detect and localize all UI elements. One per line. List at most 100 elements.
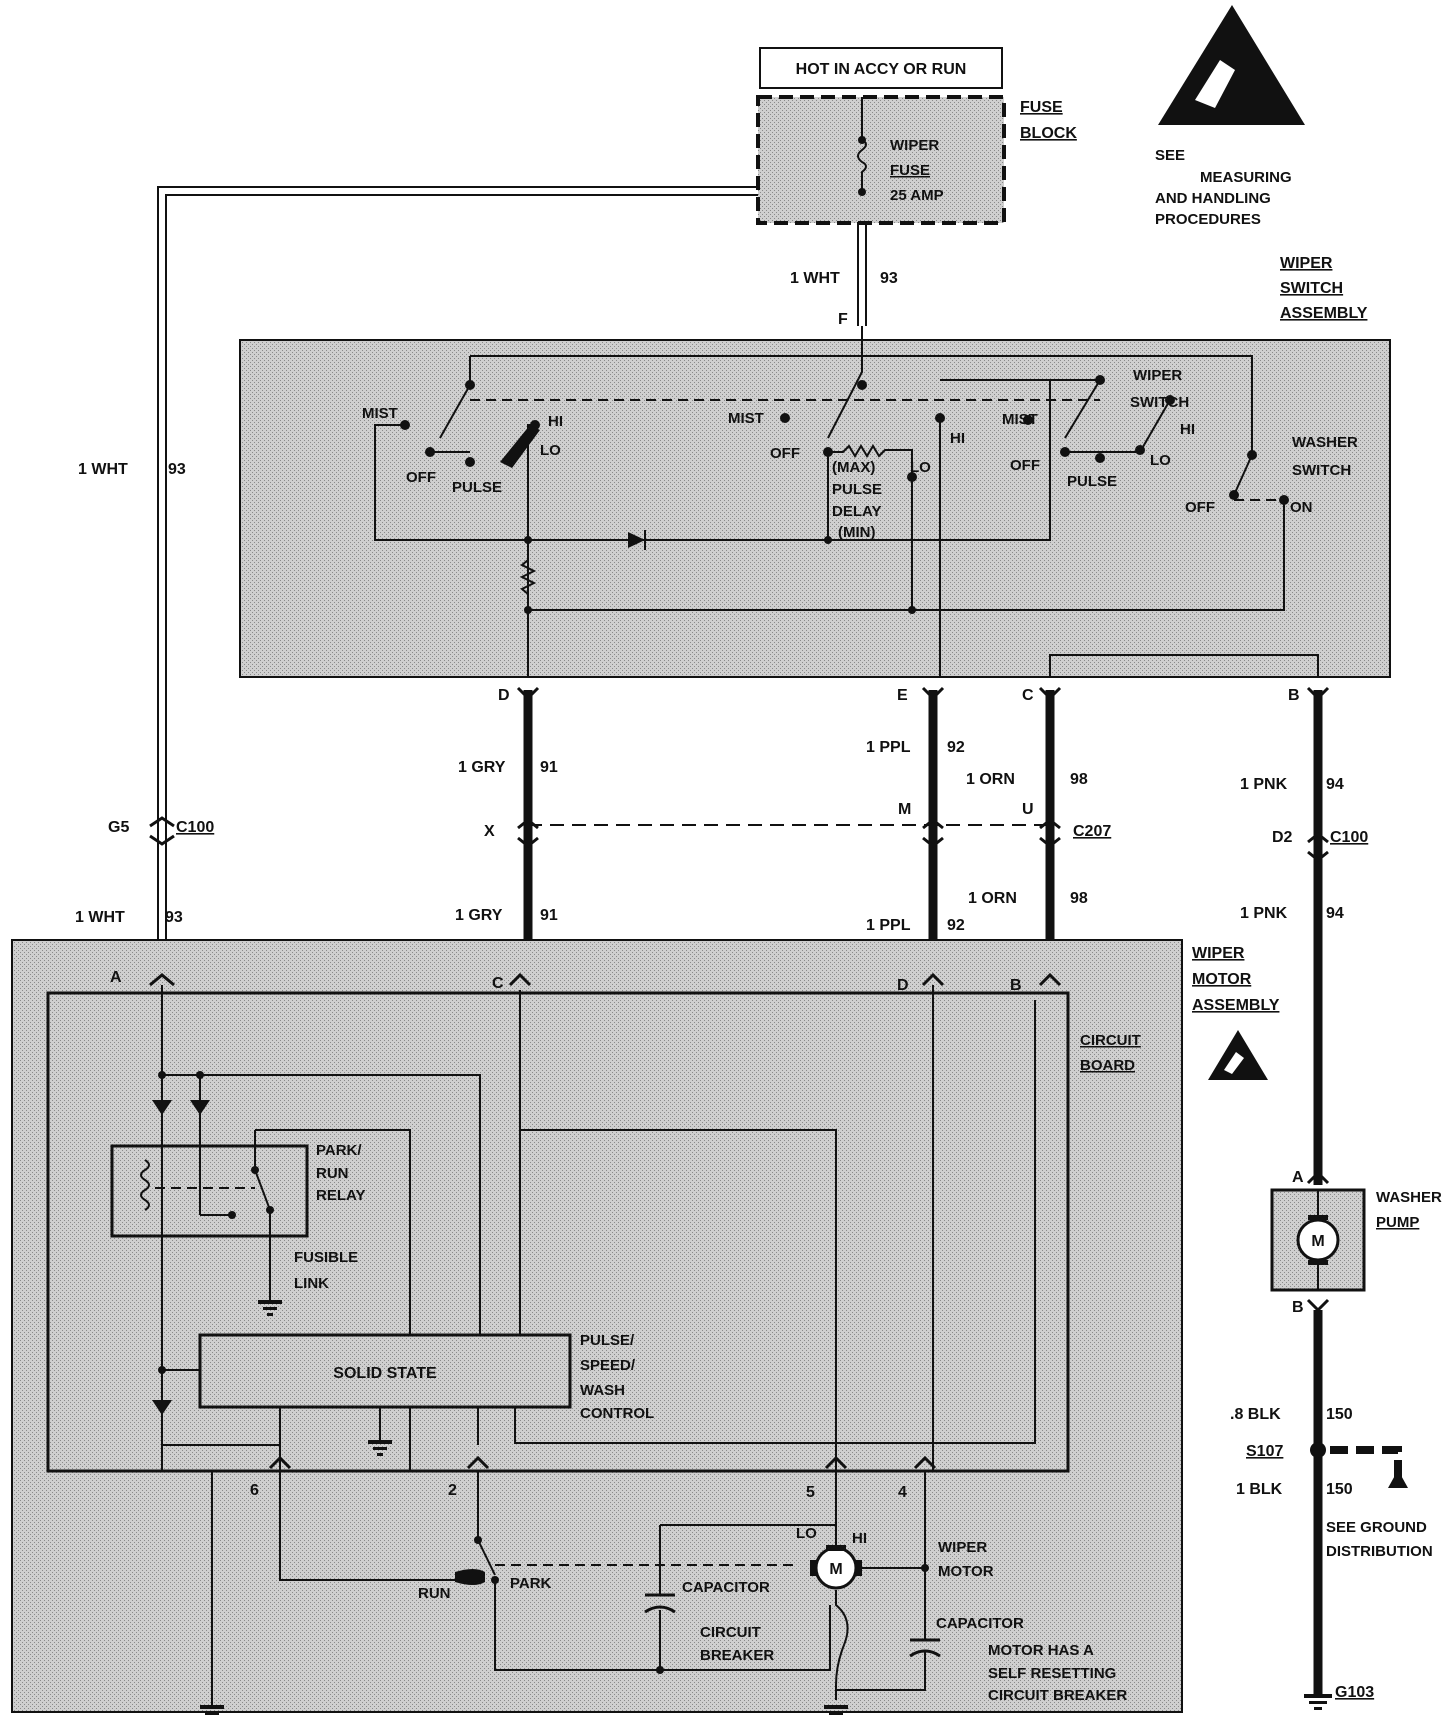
motor-title-3: ASSEMBLY	[1192, 997, 1280, 1014]
conn-c100-label-left: C100	[176, 819, 214, 836]
wire-circuit-94-upper: 94	[1326, 776, 1344, 793]
capacitor-label-2: CAPACITOR	[936, 1615, 1024, 1632]
conn-u-label: U	[1022, 801, 1034, 818]
wiper-switch-assembly	[239, 326, 1391, 678]
wire-label-blk1: 1 BLK	[1236, 1481, 1283, 1498]
off-label-mid: OFF	[770, 445, 800, 462]
fuse-label-3: 25 AMP	[890, 187, 944, 204]
wire-label-ppl-upper: 1 PPL	[866, 739, 911, 756]
conn-c100-label-right: C100	[1330, 829, 1368, 846]
control-label-3: WASH	[580, 1382, 625, 1399]
mist-label-left: MIST	[362, 405, 398, 422]
relay-label-1: PARK/	[316, 1142, 362, 1159]
wire-circuit-93-left: 93	[168, 461, 186, 478]
motor-lo-label: LO	[796, 1525, 817, 1542]
wire-wht-93-to-switch	[857, 222, 867, 326]
mist-label-right: MIST	[1002, 411, 1038, 428]
wire-label-orn-upper: 1 ORN	[966, 771, 1015, 788]
wire-circuit-92-lower: 92	[947, 917, 965, 934]
wire-circuit-91-lower: 91	[540, 907, 558, 924]
washer-pump	[1270, 1170, 1366, 1313]
wire-circuit-150-lower: 150	[1326, 1481, 1353, 1498]
esd-warning-icon-small	[1208, 1030, 1268, 1080]
motor-note-1: MOTOR HAS A	[988, 1642, 1094, 1659]
wire-circuit-98-upper: 98	[1070, 771, 1088, 788]
wiper-switch-label-1: WIPER	[1133, 367, 1182, 384]
solid-state-label: SOLID STATE	[333, 1365, 437, 1382]
wire-circuit-93-top: 93	[880, 270, 898, 287]
lo-label-left: LO	[540, 442, 561, 459]
pin-5-label: 5	[806, 1484, 815, 1501]
motor-m-label: M	[829, 1561, 842, 1578]
pin-4-label: 4	[898, 1484, 907, 1501]
pin-2-label: 2	[448, 1482, 457, 1499]
run-label: RUN	[418, 1585, 451, 1602]
wiper-fuse-symbol	[857, 97, 867, 192]
splice-label: S107	[1246, 1443, 1283, 1460]
hot-label: HOT IN ACCY OR RUN	[796, 61, 967, 78]
wire-circuit-150-upper: 150	[1326, 1406, 1353, 1423]
wire-label-gry-upper: 1 GRY	[458, 759, 506, 776]
off-label-right: OFF	[1010, 457, 1040, 474]
wire-label-wht-top: 1 WHT	[790, 270, 840, 287]
conn-d-label: D	[498, 687, 510, 704]
fuse-block: WIPER FUSE 25 AMP	[756, 95, 1006, 225]
motor-hi-label: HI	[852, 1530, 867, 1547]
motor-title-1: WIPER	[1192, 945, 1245, 962]
washer-off-label: OFF	[1185, 499, 1215, 516]
harness-wires	[149, 610, 1330, 1695]
esd-note-3: AND HANDLING	[1155, 190, 1271, 207]
relay-label-3: RELAY	[316, 1187, 365, 1204]
pulse-label-left: PULSE	[452, 479, 502, 496]
motor-pin-c-label: C	[492, 975, 504, 992]
circuit-board-label-2: BOARD	[1080, 1057, 1135, 1074]
esd-note-2: MEASURING	[1200, 169, 1292, 186]
washer-pin-b-label: B	[1292, 1299, 1304, 1316]
delay-label-1: (MAX)	[832, 459, 875, 476]
motor-ground-icon-left	[200, 1705, 224, 1715]
wire-label-wht-left: 1 WHT	[78, 461, 128, 478]
wire-circuit-93-lower: 93	[165, 909, 183, 926]
conn-g5-label: G5	[108, 819, 129, 836]
wire-label-pnk-upper: 1 PNK	[1240, 776, 1288, 793]
motor-ground-icon-right	[824, 1705, 848, 1715]
splice-s107	[1310, 1442, 1408, 1488]
capacitor-label-1: CAPACITOR	[682, 1579, 770, 1596]
breaker-label-2: BREAKER	[700, 1647, 774, 1664]
wire-wht-93-to-motor	[157, 186, 758, 1024]
wiper-motor-assembly	[11, 939, 1183, 1715]
ground-g103-icon	[1304, 1694, 1332, 1710]
mist-label-mid: MIST	[728, 410, 764, 427]
ground-ref-label-1: SEE GROUND	[1326, 1519, 1427, 1536]
wiper-motor-label-1: WIPER	[938, 1539, 987, 1556]
delay-label-3: DELAY	[832, 503, 881, 520]
fusible-link-ground-icon	[258, 1290, 282, 1316]
motor-pin-a-label: A	[110, 969, 122, 986]
ground-ref-label-2: DISTRIBUTION	[1326, 1543, 1433, 1560]
wire-label-wht-lower: 1 WHT	[75, 909, 125, 926]
pin-6-label: 6	[250, 1482, 259, 1499]
park-label: PARK	[510, 1575, 552, 1592]
conn-c-label: C	[1022, 687, 1034, 704]
conn-e-label: E	[897, 687, 908, 704]
control-label-2: SPEED/	[580, 1357, 636, 1374]
esd-note-1: SEE	[1155, 147, 1185, 164]
relay-label-2: RUN	[316, 1165, 349, 1182]
lo-label-mid: LO	[910, 459, 931, 476]
solid-state-ground-icon	[368, 1440, 392, 1456]
wire-circuit-92-upper: 92	[947, 739, 965, 756]
washer-switch-label-1: WASHER	[1292, 434, 1358, 451]
wiper-switch-label-2: SWITCH	[1130, 394, 1189, 411]
ground-g103-label: G103	[1335, 1684, 1374, 1701]
off-label-left: OFF	[406, 469, 436, 486]
control-label-1: PULSE/	[580, 1332, 635, 1349]
control-label-4: CONTROL	[580, 1405, 654, 1422]
fusible-label-2: LINK	[294, 1275, 329, 1292]
wiper-motor-label-2: MOTOR	[938, 1563, 994, 1580]
esd-note-4: PROCEDURES	[1155, 211, 1261, 228]
hi-label-left: HI	[548, 413, 563, 430]
washer-pump-label-2: PUMP	[1376, 1214, 1419, 1231]
fuse-block-label-2: BLOCK	[1020, 125, 1077, 142]
wire-circuit-98-lower: 98	[1070, 890, 1088, 907]
